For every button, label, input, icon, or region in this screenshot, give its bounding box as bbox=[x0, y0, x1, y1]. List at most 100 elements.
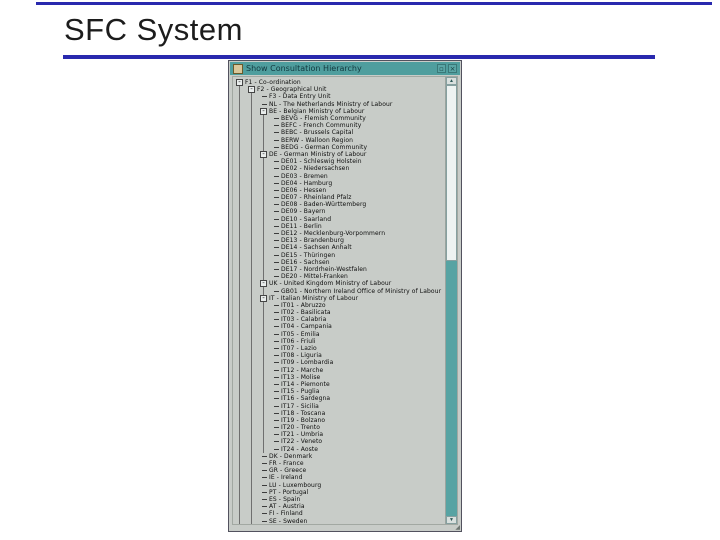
tree-row[interactable]: -F1 - Co-ordination bbox=[236, 79, 445, 87]
tree-connector bbox=[274, 290, 279, 292]
tree-guide-line bbox=[251, 330, 260, 338]
tree-row[interactable]: -IT - Italian Ministry of Labour bbox=[236, 294, 445, 302]
tree-row[interactable]: IT13 - Molise bbox=[236, 373, 445, 381]
tree-row[interactable]: SE - Sweden bbox=[236, 517, 445, 524]
tree-row[interactable]: IT14 - Piemonte bbox=[236, 380, 445, 389]
tree-row[interactable]: IT24 - Aoste bbox=[236, 445, 445, 453]
app-icon bbox=[233, 63, 243, 74]
tree-row[interactable]: IT05 - Emilia bbox=[236, 330, 445, 338]
tree-row[interactable]: GR - Greece bbox=[236, 467, 445, 475]
tree-row[interactable]: IT08 - Liguria bbox=[236, 352, 445, 360]
close-icon[interactable]: × bbox=[448, 64, 457, 73]
scroll-down-icon[interactable]: ▼ bbox=[446, 516, 457, 524]
tree-row[interactable]: IT03 - Calabria bbox=[236, 316, 445, 324]
tree-row[interactable]: IT02 - Basilicata bbox=[236, 309, 445, 317]
window-titlebar[interactable]: Show Consultation Hierarchy ▫ × bbox=[230, 62, 460, 75]
tree-row[interactable]: DE06 - Hessen bbox=[236, 186, 445, 194]
tree-node-label: IT15 - Puglia bbox=[281, 388, 320, 396]
tree-row[interactable]: FR - France bbox=[236, 459, 445, 468]
tree-guide-line bbox=[263, 323, 272, 331]
tree-row[interactable]: BEFC - French Community bbox=[236, 122, 445, 130]
tree-row[interactable]: F3 - Data Entry Unit bbox=[236, 93, 445, 101]
tree-guide-line bbox=[251, 222, 260, 230]
tree-row[interactable]: DE07 - Rheinland Pfalz bbox=[236, 194, 445, 202]
tree-guide-line bbox=[251, 452, 260, 460]
tree-row[interactable]: DE01 - Schleswig Holstein bbox=[236, 158, 445, 166]
expand-toggle-icon[interactable]: - bbox=[260, 280, 267, 288]
expand-toggle-icon[interactable]: - bbox=[236, 79, 243, 87]
tree-row[interactable]: -F2 - Geographical Unit bbox=[236, 86, 445, 94]
tree-row[interactable]: DE14 - Sachsen Anhalt bbox=[236, 244, 445, 252]
tree-row[interactable]: DE03 - Bremen bbox=[236, 172, 445, 180]
tree-node-label: BEDG - German Community bbox=[281, 143, 368, 151]
tree-connector bbox=[274, 132, 279, 134]
scroll-up-icon[interactable]: ▲ bbox=[446, 77, 457, 85]
tree-node-label: PT - Portugal bbox=[269, 488, 309, 496]
expand-toggle-icon[interactable]: - bbox=[260, 294, 267, 302]
tree-row[interactable]: BERW - Walloon Region bbox=[236, 136, 445, 144]
tree-row[interactable]: IT09 - Lombardia bbox=[236, 359, 445, 367]
tree-row[interactable]: IT20 - Trento bbox=[236, 424, 445, 432]
tree-row[interactable]: IT07 - Lazio bbox=[236, 344, 445, 353]
tree-row[interactable]: IT15 - Puglia bbox=[236, 388, 445, 396]
tree-row[interactable]: IT21 - Umbria bbox=[236, 431, 445, 439]
tree-row[interactable]: IT19 - Bolzano bbox=[236, 416, 445, 424]
vertical-scrollbar[interactable]: ▲ ▼ bbox=[445, 77, 457, 524]
tree-connector bbox=[274, 319, 279, 321]
tree-row[interactable]: IT22 - Veneto bbox=[236, 438, 445, 446]
tree-row[interactable]: DE20 - Mittel-Franken bbox=[236, 273, 445, 281]
tree-row[interactable]: DE15 - Thüringen bbox=[236, 251, 445, 259]
resize-grip-icon[interactable]: ◢ bbox=[455, 525, 460, 531]
tree-node-label: IT07 - Lazio bbox=[281, 345, 317, 353]
tree-row[interactable]: BEBC - Brussels Capital bbox=[236, 129, 445, 137]
tree-row[interactable]: IT04 - Campania bbox=[236, 323, 445, 331]
tree-row[interactable]: BEVG - Flemish Community bbox=[236, 114, 445, 123]
tree-row[interactable]: IT18 - Toscana bbox=[236, 409, 445, 417]
scrollbar-track[interactable] bbox=[446, 261, 457, 516]
tree-row[interactable]: -UK - United Kingdom Ministry of Labour bbox=[236, 280, 445, 288]
tree-row[interactable]: IT17 - Sicilia bbox=[236, 402, 445, 410]
tree-connector bbox=[274, 326, 279, 328]
tree-row[interactable]: ES - Spain bbox=[236, 495, 445, 504]
tree-row[interactable]: DE11 - Berlin bbox=[236, 222, 445, 230]
tree-node-label: IT22 - Veneto bbox=[281, 438, 323, 446]
tree-row[interactable]: DE12 - Mecklenburg-Vorpommern bbox=[236, 229, 445, 238]
tree-row[interactable]: BEDG - German Community bbox=[236, 143, 445, 151]
tree-row[interactable]: DK - Denmark bbox=[236, 452, 445, 460]
tree-guide-line bbox=[239, 265, 248, 274]
tree-guide-line bbox=[263, 438, 272, 446]
tree-row[interactable]: -BE - Belgian Ministry of Labour bbox=[236, 107, 445, 115]
tree-guide-line bbox=[263, 316, 272, 324]
expand-toggle-icon[interactable]: - bbox=[260, 107, 267, 115]
tree-row[interactable]: DE10 - Saarland bbox=[236, 215, 445, 223]
tree-row[interactable]: DE08 - Baden-Württemberg bbox=[236, 201, 445, 209]
tree-row[interactable]: IT16 - Sardegna bbox=[236, 395, 445, 403]
tree-guide-line bbox=[239, 122, 248, 130]
tree-row[interactable]: IT01 - Abruzzo bbox=[236, 301, 445, 309]
tree-guide-line bbox=[239, 129, 248, 137]
tree-row[interactable]: IT06 - Friuli bbox=[236, 337, 445, 345]
tree-row[interactable]: IT12 - Marche bbox=[236, 366, 445, 374]
tree-row[interactable]: -DE - German Ministry of Labour bbox=[236, 150, 445, 159]
tree-row[interactable]: DE13 - Brandenburg bbox=[236, 237, 445, 245]
tree-row[interactable]: DE04 - Hamburg bbox=[236, 179, 445, 187]
slide-top-rule bbox=[36, 2, 712, 5]
tree-row[interactable]: AT - Austria bbox=[236, 503, 445, 511]
tree-node-label: IT - Italian Ministry of Labour bbox=[269, 294, 359, 302]
tree-row[interactable]: IE - Ireland bbox=[236, 474, 445, 482]
maximize-icon[interactable]: ▫ bbox=[437, 64, 446, 73]
tree-row[interactable]: LU - Luxembourg bbox=[236, 481, 445, 489]
tree-row[interactable]: DE09 - Bayern bbox=[236, 208, 445, 216]
expand-toggle-icon[interactable]: - bbox=[260, 150, 267, 158]
tree-guide-line bbox=[263, 309, 272, 317]
tree-row[interactable]: GB01 - Northern Ireland Office of Minist… bbox=[236, 287, 445, 295]
tree-row[interactable]: PT - Portugal bbox=[236, 488, 445, 496]
tree-row[interactable]: NL - The Netherlands Ministry of Labour bbox=[236, 100, 445, 108]
expand-toggle-icon[interactable]: - bbox=[248, 86, 255, 94]
scrollbar-thumb[interactable] bbox=[446, 85, 457, 261]
tree-row[interactable]: FI - Finland bbox=[236, 510, 445, 518]
tree-row[interactable]: DE17 - Nordrhein-Westfalen bbox=[236, 265, 445, 274]
tree-row[interactable]: DE02 - Niedersachsen bbox=[236, 165, 445, 173]
tree-guide-line bbox=[239, 93, 248, 101]
tree-row[interactable]: DE16 - Sachsen bbox=[236, 258, 445, 266]
